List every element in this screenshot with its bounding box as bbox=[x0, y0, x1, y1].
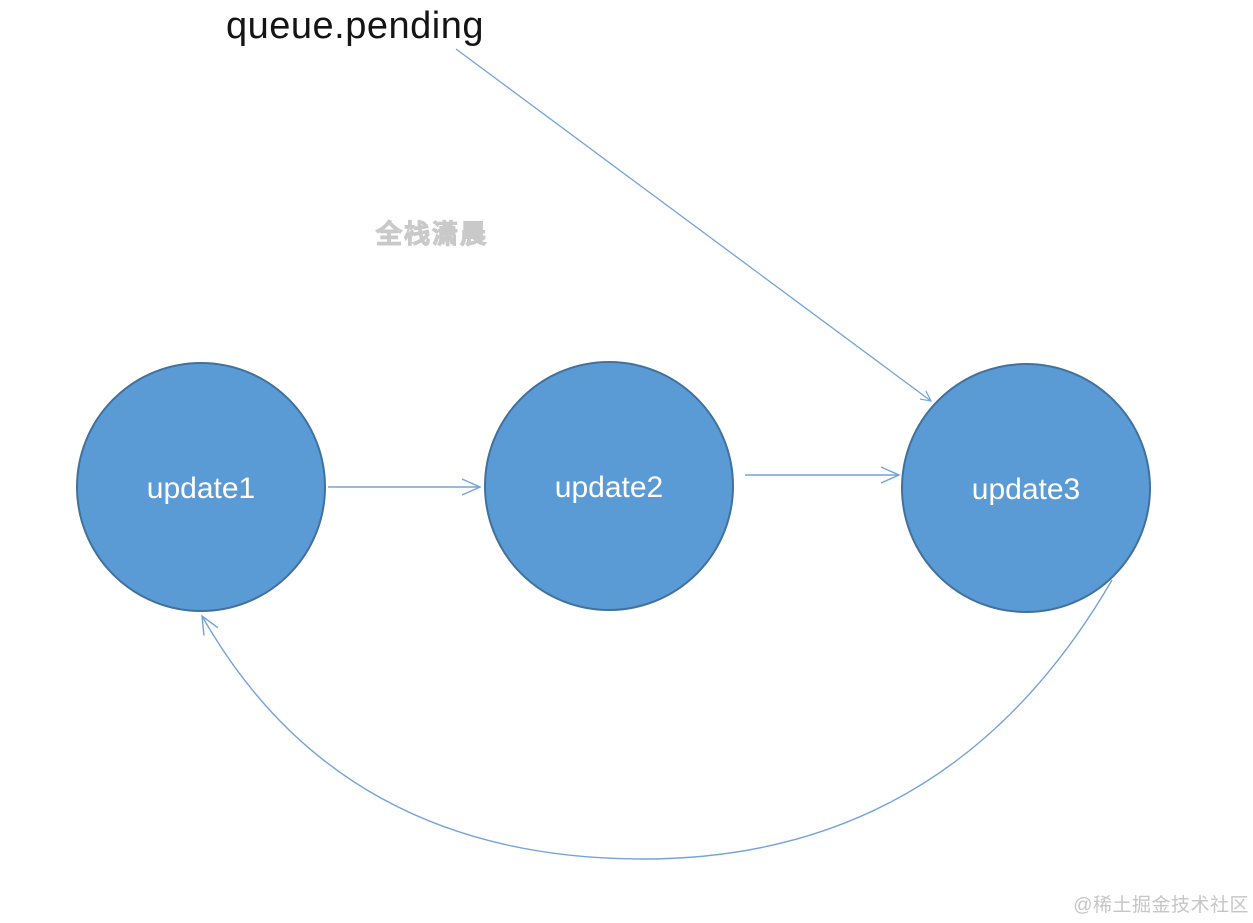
edge-update3-to-update1-curve bbox=[201, 579, 1113, 860]
watermark-center: 全栈潇晨 bbox=[375, 219, 489, 250]
watermark-bottom-right: @稀土掘金技术社区 bbox=[1073, 895, 1249, 916]
node-update2 bbox=[484, 361, 734, 611]
node-update1 bbox=[76, 362, 326, 612]
node-update2-label: update2 bbox=[555, 471, 663, 504]
node-update3 bbox=[901, 363, 1151, 613]
queue-pending-label: queue.pending bbox=[226, 5, 484, 47]
edge-queue-pending-to-update3 bbox=[455, 48, 933, 402]
node-update3-label: update3 bbox=[972, 473, 1080, 506]
node-update1-label: update1 bbox=[147, 472, 255, 505]
